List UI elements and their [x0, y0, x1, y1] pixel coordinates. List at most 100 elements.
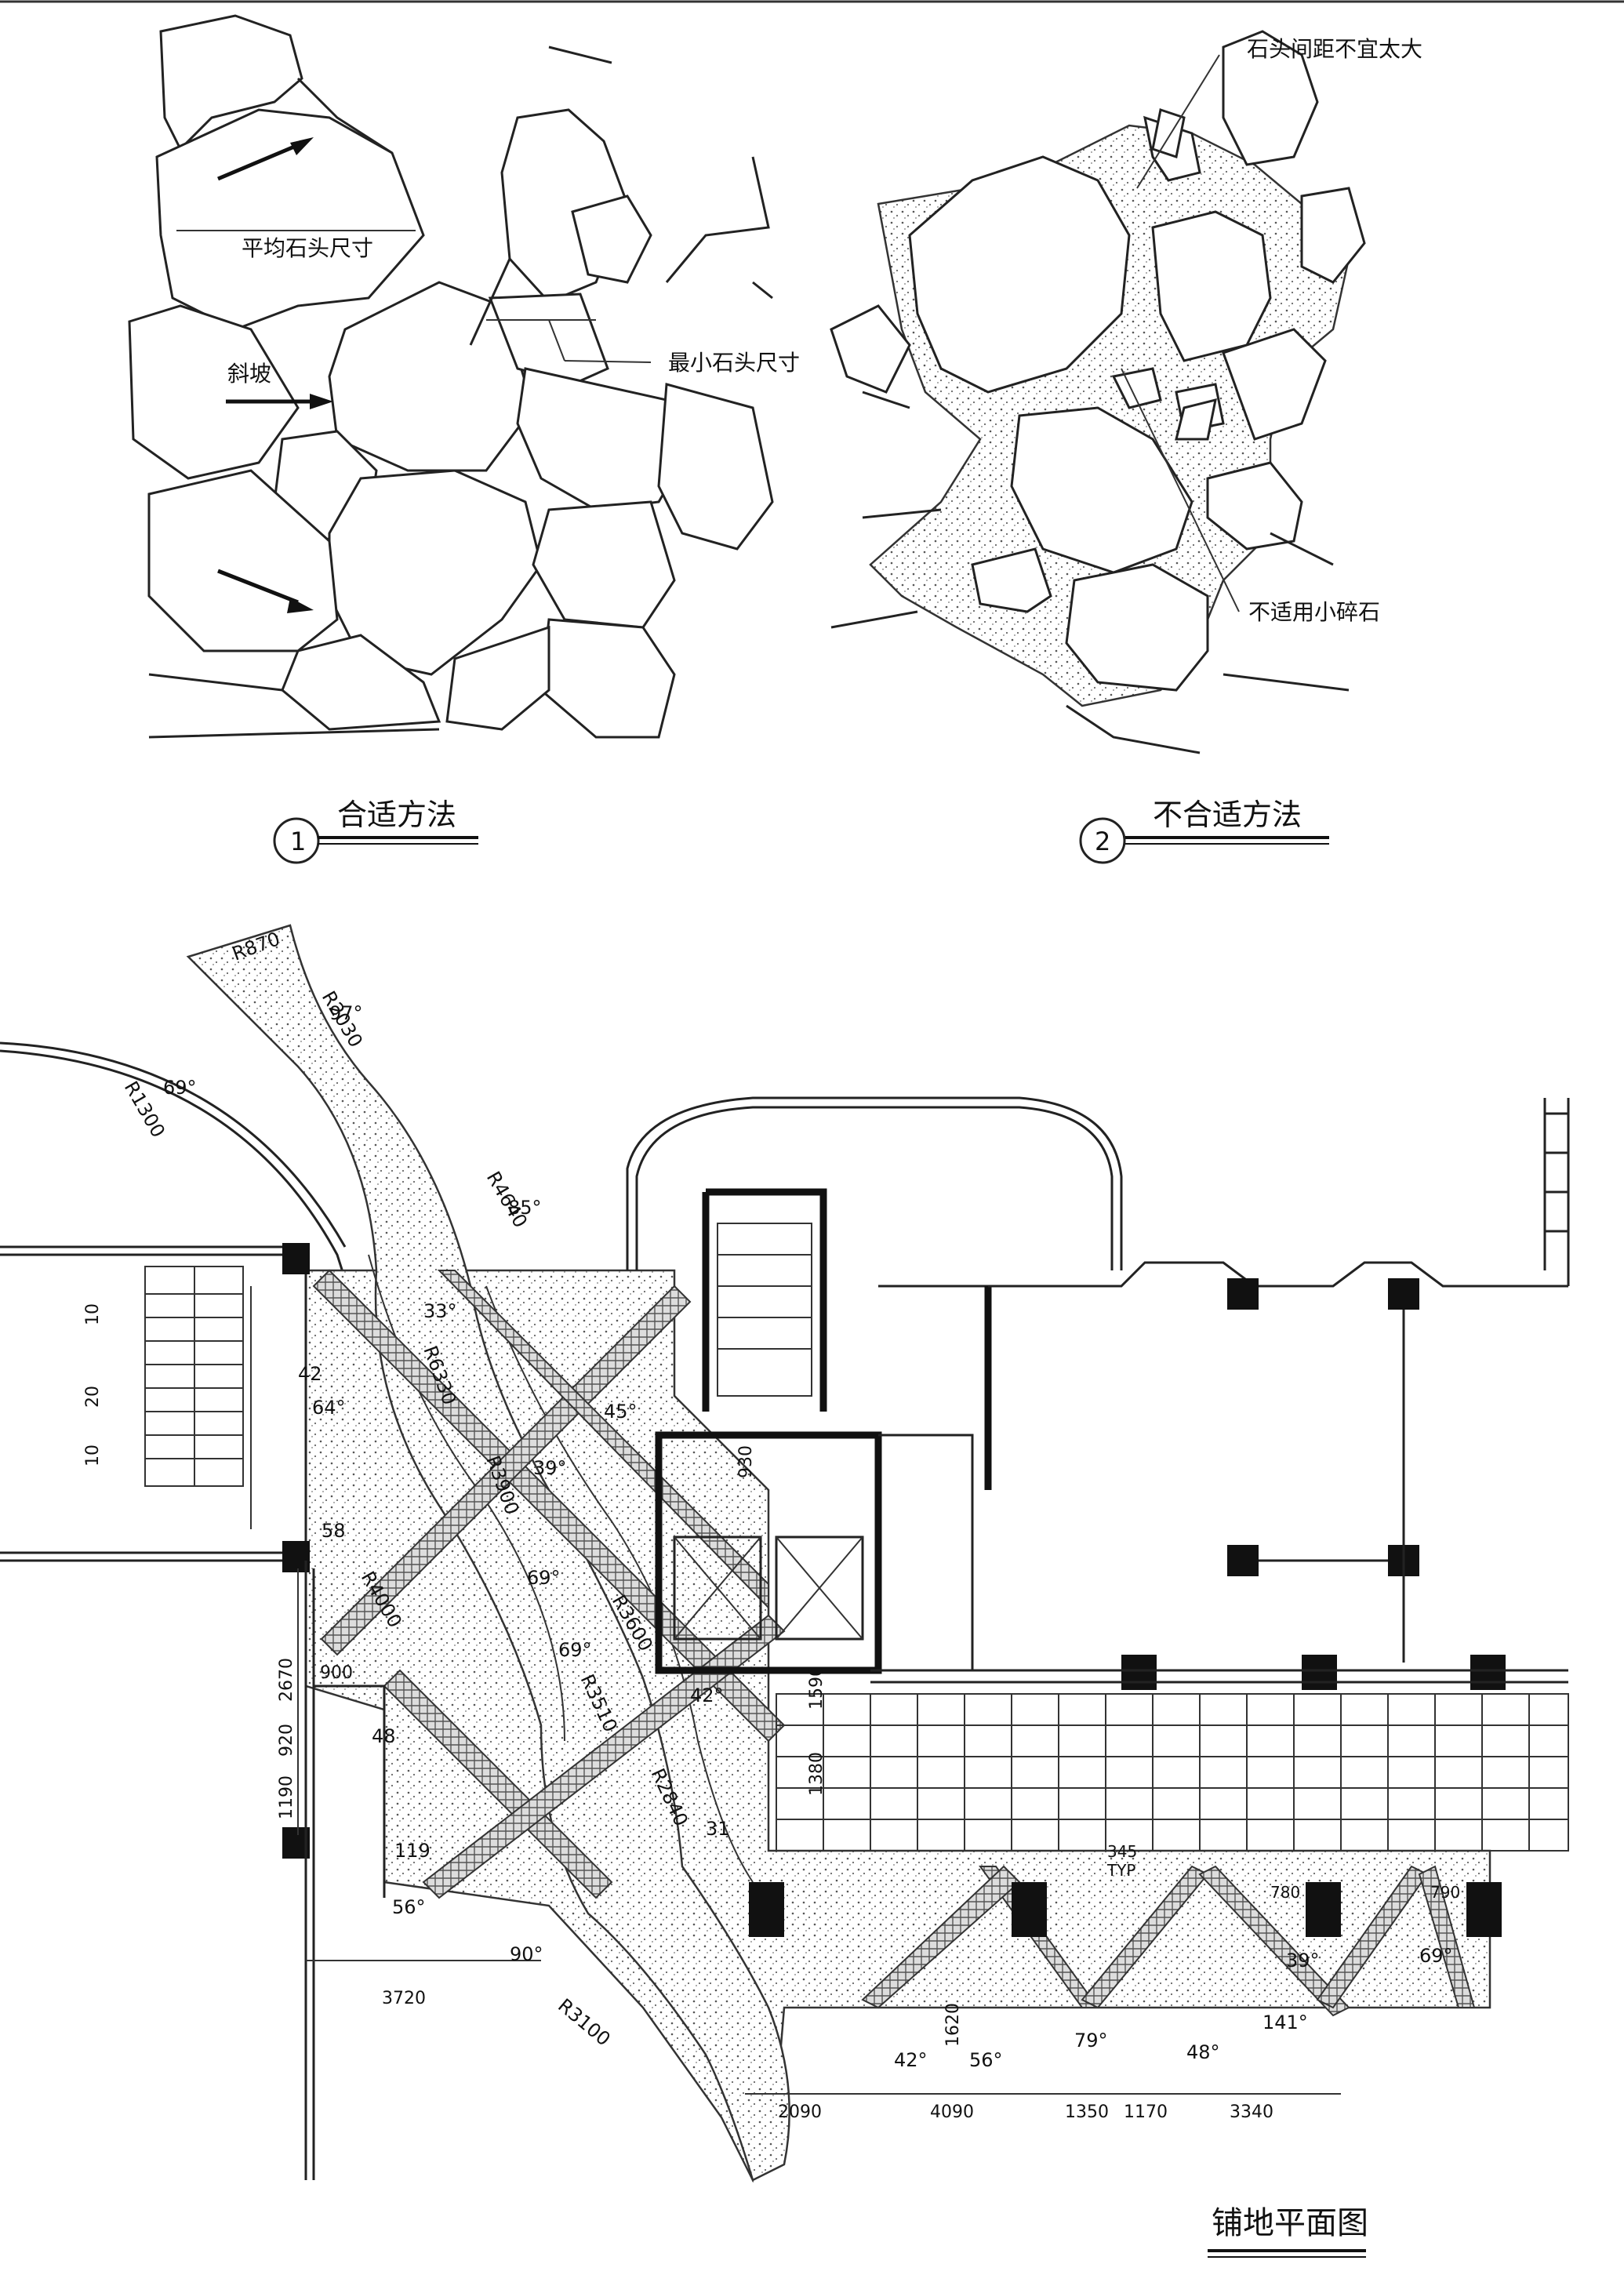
angle-label: 97°: [329, 1002, 363, 1024]
angle-label: 45°: [604, 1401, 638, 1423]
angle-label: 79°: [1074, 2030, 1108, 2051]
angle-label: 39°: [1286, 1950, 1320, 1972]
angle-label: 56°: [969, 2049, 1003, 2071]
dimension-label: 920: [277, 1724, 296, 1757]
structural-column: [1227, 1545, 1259, 1576]
radius-label: R1300: [120, 1078, 169, 1141]
stone: [1222, 328, 1327, 441]
brick-band: [1198, 1865, 1350, 2017]
figure-number: 2: [1095, 827, 1110, 856]
dimension-label: 1350: [1065, 2102, 1109, 2122]
dimension-label: 3720: [382, 1989, 426, 2008]
left-dimensions: 10 20 10 2670 900 920 1190 3720: [83, 1303, 426, 2008]
structural-column: [749, 1882, 784, 1937]
dimension-label: 4090: [930, 2102, 974, 2122]
stone: [1151, 210, 1272, 362]
figure-1-proper-stone-layout: 平均石头尺寸 斜坡 最小石头尺寸: [128, 14, 800, 739]
angle-label: 119: [394, 1840, 431, 1862]
label-no-small-gravel: 不适用小碎石: [1248, 599, 1380, 625]
brick-band: [1081, 1865, 1209, 2009]
angle-label: 48°: [1186, 2041, 1220, 2063]
brick-band: [320, 1285, 692, 1656]
stone: [1300, 187, 1366, 284]
canopy-outline: [635, 1106, 1114, 1270]
middle-dimensions: 930 1590 1380 1620: [736, 1445, 963, 2047]
brick-band: [1316, 1865, 1429, 2009]
stone: [540, 618, 676, 739]
plan-caption: 铺地平面图: [1208, 2205, 1368, 2258]
angle-label: 69°: [527, 1567, 561, 1589]
stone: [1175, 398, 1217, 441]
dimension-label: 930: [736, 1445, 756, 1478]
stair-treads: [718, 1254, 812, 1350]
stone: [159, 14, 303, 151]
leader-line: [1121, 368, 1240, 612]
paving-plan: R870 R2030 R1300 R4640 R6330 R3900 R4000…: [0, 924, 1570, 2183]
arrow-head: [290, 137, 314, 155]
angle-label: 33°: [423, 1300, 457, 1322]
angle-label: 42: [298, 1363, 322, 1385]
dimension-label: 10: [83, 1445, 103, 1466]
stone: [328, 281, 535, 472]
dimension-label: 900: [320, 1663, 353, 1683]
elevator-cross: [674, 1536, 863, 1640]
stone: [1222, 30, 1319, 166]
angle-labels: 97° 69° 85° 33° 42 64° 45° 39° 69° 69° 4…: [163, 1002, 1453, 2071]
angle-label: 69°: [558, 1639, 592, 1661]
building-edge: [870, 1669, 1568, 1684]
figure-1-title: 合适方法: [337, 798, 456, 832]
dimension-label: 10: [83, 1303, 103, 1325]
building-wall: [0, 1253, 298, 1554]
interior-wall: [878, 1285, 988, 1670]
stone: [155, 108, 425, 331]
dimension-label: 2670: [277, 1658, 296, 1702]
right-building: [749, 1098, 1570, 1937]
angle-label: 31: [706, 1818, 730, 1840]
label-min-stone-size: 最小石头尺寸: [668, 350, 800, 376]
stone: [908, 155, 1131, 394]
dimension-label: 3340: [1230, 2102, 1273, 2122]
structural-column: [1227, 1278, 1259, 1310]
stone: [1065, 563, 1209, 692]
dimension-label: 1620: [943, 2003, 963, 2047]
slope-arrow: [217, 569, 299, 605]
leader-line: [564, 360, 652, 363]
figure-2-title: 不合适方法: [1153, 798, 1302, 832]
stone: [532, 500, 676, 629]
building-wall: [0, 1245, 307, 1562]
radius-label: R3100: [554, 1994, 615, 2050]
dimension-label: 2090: [778, 2102, 822, 2122]
arrow-head: [287, 598, 314, 613]
stone-joint-lines: [148, 45, 773, 739]
dimension-label: 345: [1107, 1842, 1137, 1861]
label-avg-stone-size: 平均石头尺寸: [242, 235, 373, 261]
structural-column: [1012, 1882, 1047, 1937]
angle-label: 85°: [508, 1197, 542, 1219]
label-gap-note: 石头间距不宜太大: [1247, 36, 1422, 62]
figure-1-caption: 1 合适方法: [273, 798, 478, 864]
stair-core-wall: [702, 1188, 827, 1412]
angle-label: 42°: [894, 2049, 928, 2071]
dimension-label: 20: [83, 1386, 103, 1408]
stone: [1151, 108, 1186, 158]
outer-arc: [0, 1041, 347, 1248]
boundary-wall: [304, 1561, 315, 2180]
stone: [830, 304, 911, 394]
stone: [971, 547, 1052, 613]
structural-column: [1466, 1882, 1502, 1937]
brick-band: [1418, 1865, 1476, 2008]
angle-label: 42°: [690, 1684, 724, 1706]
angle-label: 48: [372, 1725, 396, 1747]
left-stair-building: [0, 1243, 386, 2180]
facade-line: [988, 1261, 1568, 1288]
elevator-car: [673, 1535, 762, 1641]
building-core: [626, 1096, 1123, 1674]
figure-2-caption: 2 不合适方法: [1079, 798, 1329, 864]
angle-label: 64°: [312, 1397, 346, 1419]
dimension-label: 1590: [807, 1666, 827, 1710]
boundary-wall: [314, 1684, 386, 1898]
stone-measure-line: [548, 319, 565, 362]
angle-label: 90°: [510, 1943, 543, 1965]
structural-column: [1388, 1278, 1419, 1310]
